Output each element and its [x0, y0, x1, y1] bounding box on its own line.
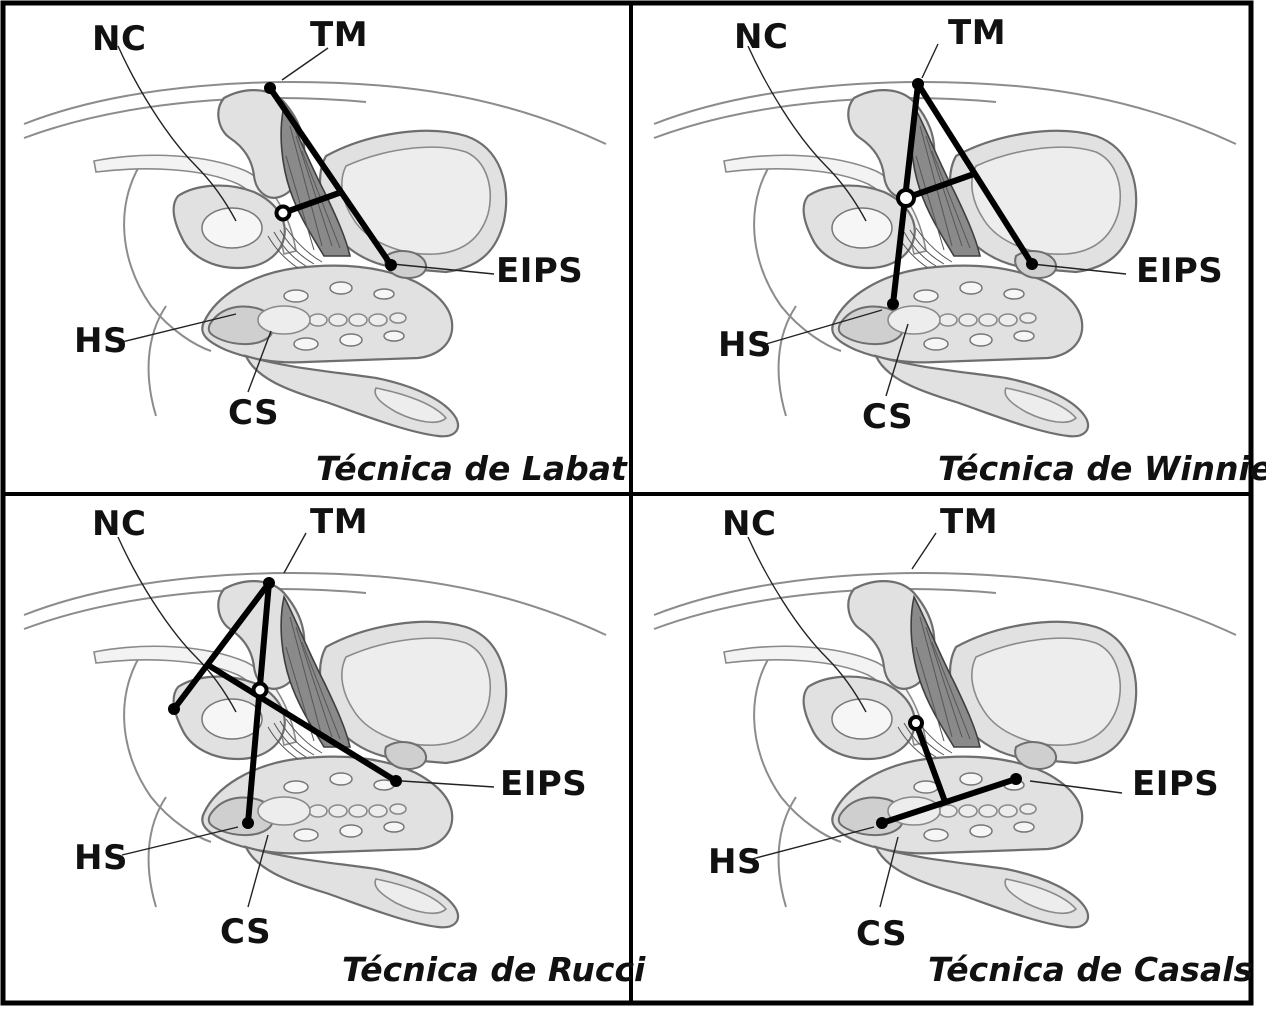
ischial-point [168, 703, 180, 715]
eips-point [1026, 258, 1038, 270]
hiatus-point [242, 817, 254, 829]
label-eips: EIPS [496, 251, 583, 291]
puncture-point [277, 207, 290, 220]
eips-point [1010, 773, 1022, 785]
label-eips: EIPS [500, 764, 587, 804]
label-nc: NC [92, 504, 146, 544]
puncture-point [898, 190, 914, 206]
puncture-point [254, 684, 267, 697]
label-nc: NC [734, 17, 788, 57]
panel-title: Técnica de Rucci [342, 950, 646, 989]
panel-title: Técnica de Labat [316, 449, 628, 488]
panel-title: Técnica de Winnie [938, 449, 1266, 488]
trochanter-point [264, 82, 276, 94]
panel-winnie: NC TM EIPS HS CS Técnica de Winnie [654, 13, 1266, 488]
label-eips: EIPS [1132, 764, 1219, 804]
label-cs: CS [862, 397, 913, 437]
label-tm: TM [310, 502, 368, 542]
trochanter-point [263, 577, 275, 589]
label-nc: NC [722, 504, 776, 544]
trochanter-point [912, 78, 924, 90]
eips-point [385, 259, 397, 271]
puncture-point [910, 717, 922, 729]
label-hs: HS [74, 838, 128, 878]
label-hs: HS [708, 842, 762, 882]
label-hs: HS [74, 321, 128, 361]
panel-casals: NC TM EIPS HS CS Técnica de Casals [654, 502, 1253, 989]
panel-title: Técnica de Casals [928, 950, 1253, 989]
label-eips: EIPS [1136, 251, 1223, 291]
label-cs: CS [220, 912, 271, 952]
label-nc: NC [92, 19, 146, 59]
eips-point [390, 775, 402, 787]
panel-labat: NC TM EIPS HS CS Técnica de Labat [24, 15, 628, 488]
label-cs: CS [228, 393, 279, 433]
label-tm: TM [940, 502, 998, 542]
label-tm: TM [948, 13, 1006, 53]
label-tm: TM [310, 15, 368, 55]
hiatus-point [887, 298, 899, 310]
label-hs: HS [718, 325, 772, 365]
hiatus-point [876, 817, 888, 829]
label-cs: CS [856, 914, 907, 954]
panel-rucci: NC TM EIPS HS CS Técnica de Rucci [24, 502, 646, 989]
